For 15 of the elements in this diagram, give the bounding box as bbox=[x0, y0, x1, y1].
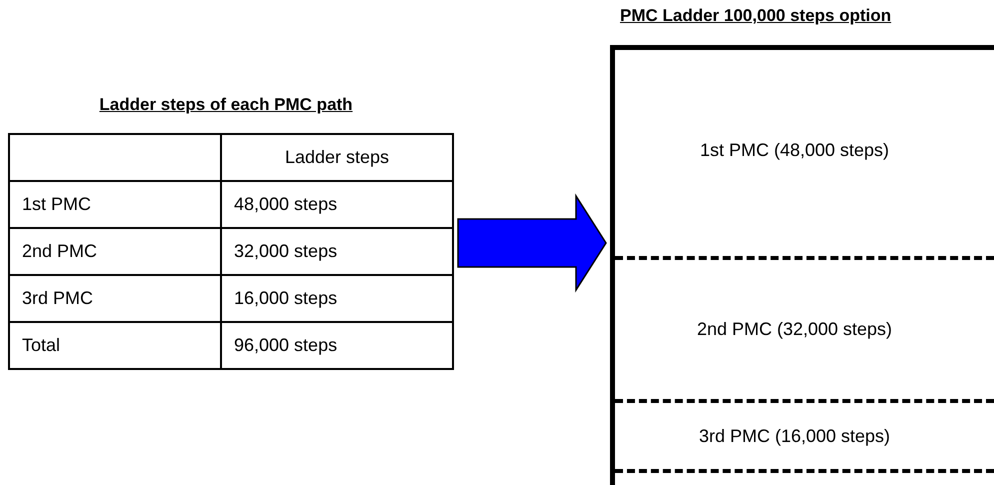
section-label: 3rd PMC (16,000 steps) bbox=[698, 426, 890, 446]
step-count: 96,000 steps bbox=[234, 335, 338, 355]
section-label: 1st PMC (48,000 steps) bbox=[700, 140, 890, 161]
step-count: 32,000 steps bbox=[234, 241, 338, 261]
row-label: 1st PMC bbox=[22, 194, 92, 214]
block-arrow bbox=[457, 193, 607, 293]
section-label: 2nd PMC (32,000 steps) bbox=[696, 319, 892, 340]
table-heading: Ladder steps of each PMC path bbox=[98, 95, 354, 115]
step-count: 16,000 steps bbox=[234, 288, 338, 308]
row-label: 2nd PMC bbox=[22, 241, 98, 261]
row-label: Total bbox=[22, 335, 60, 355]
step-count: 48,000 steps bbox=[234, 194, 338, 214]
row-label: 3rd PMC bbox=[22, 288, 94, 308]
column-header: Ladder steps bbox=[284, 147, 390, 168]
bar-heading: PMC Ladder 100,000 steps option bbox=[620, 6, 892, 26]
